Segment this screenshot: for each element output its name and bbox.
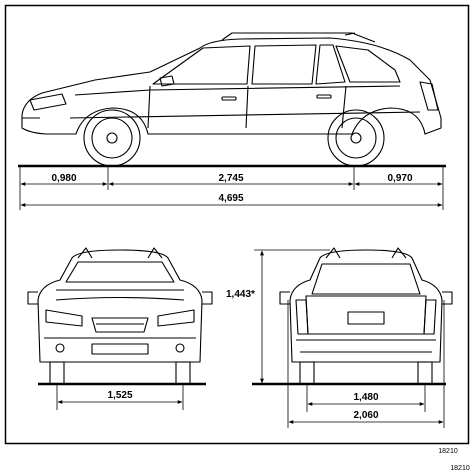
overall-length-label: 4,695 [218, 193, 243, 204]
side-dimension-lines [20, 182, 443, 207]
front-track-label: 1,525 [107, 390, 132, 401]
reference-code: 18210 [438, 448, 458, 455]
side-view-car [21, 32, 442, 135]
rear-view-left-wheel [299, 361, 315, 385]
front-view-car [27, 247, 213, 363]
overall-width-label: 2,060 [353, 410, 378, 421]
front-view-left-wheel [49, 361, 65, 385]
rear-view-right-wheel [417, 361, 433, 385]
rear-view-car [279, 247, 453, 363]
side-extension-lines [19, 166, 444, 210]
reference-code-corner: 18210 [450, 465, 470, 472]
rear-track-label: 1,480 [353, 392, 378, 403]
front-view-right-wheel [175, 361, 191, 385]
side-view-front-wheel [83, 109, 141, 167]
front-overhang-label: 0,980 [51, 173, 76, 184]
wheelbase-label: 2,745 [218, 173, 243, 184]
side-view-rear-wheel [327, 109, 385, 167]
height-label: 1,443* [226, 289, 255, 300]
rear-overhang-label: 0,970 [387, 173, 412, 184]
drawing-border [4, 4, 470, 445]
